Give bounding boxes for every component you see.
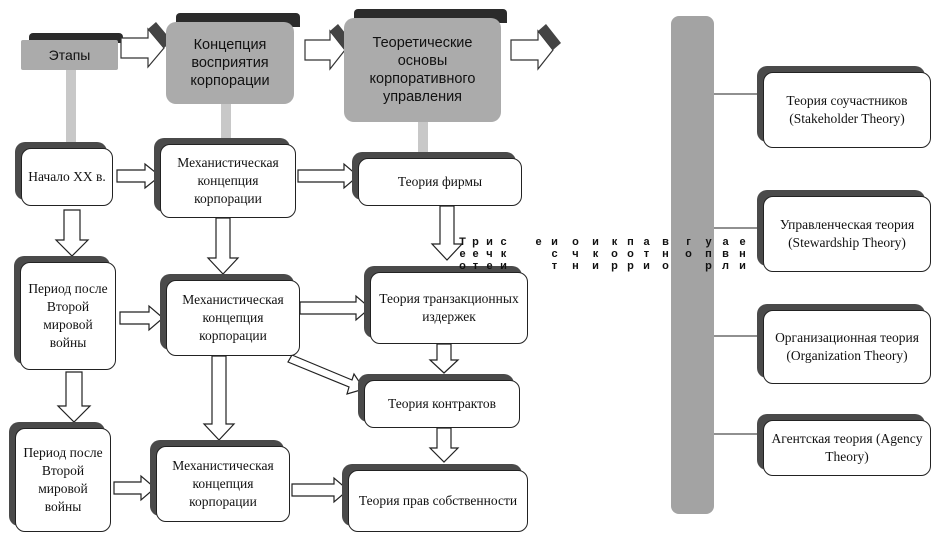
stage-label: Начало XX в. [28,169,106,184]
concept-label: Механистическая концепция корпорации [177,155,279,206]
arrow-concept2-to-concept3 [202,355,236,441]
concept-box-2: Механистическая концепция корпорации [166,280,300,356]
right-theory-label: Управленческая теория (Stewardship Theor… [779,217,915,250]
header-arrow-3 [510,24,561,71]
arrow-concept1-to-firm [297,162,359,190]
sources-bar-text: е [535,236,542,248]
header-arrow-1 [120,22,172,69]
concept-header: Концепция восприятия корпорации [166,13,300,104]
concept-label: Механистическая концепция корпорации [172,458,274,509]
right-theory-label: Организационная теория (Organization The… [775,330,919,363]
theory-header-label: Теоретические основы корпоративного упра… [369,35,476,105]
sources-bar-text: упр [705,236,712,272]
theory-contracts-label: Теория контрактов [388,396,496,411]
sources-bar-text: очн [572,236,579,272]
concept-box-1: Механистическая концепция корпорации [160,144,296,218]
concept-label: Механистическая концепция корпорации [182,292,284,343]
theory-contracts-box: Теория контрактов [364,380,520,428]
stage-label: Период после Второй мировой войны [23,445,103,514]
sources-bar-text: рет [472,236,479,272]
arrow-stage1-to-stage2 [54,209,90,257]
sources-bar-text: ист [551,236,558,272]
theory-property-label: Теория прав собственности [358,493,518,508]
sources-bar-text: иче [486,236,493,272]
arrow-stage3-to-concept3 [113,474,156,502]
arrow-firm-to-transaction [430,205,464,261]
sources-bar-text: пор [627,236,634,272]
theory-transaction-box: Теория транзакционных издержек [370,272,528,344]
agency-theory-box: Агентская теория (Agency Theory) [763,420,931,476]
organization-theory-box: Организационная теория (Organization The… [763,310,931,384]
stages-header: Этапы [21,33,123,70]
sources-bar-text: авл [722,236,729,272]
theoretical-sources-bar [671,16,714,514]
arrow-concept1-to-concept2 [206,217,240,275]
right-theory-label: Агентская теория (Agency Theory) [771,431,923,464]
arrow-stage2-to-concept2 [119,304,164,332]
stage-box-2: Период после Второй мировой войны [20,262,116,370]
sources-bar-text: ати [643,236,650,272]
concept-header-label: Концепция восприятия корпорации [190,37,270,89]
theory-header: Теоретические основы корпоративного упра… [344,9,507,122]
header-connector [66,70,76,142]
concept-box-3: Механистическая концепция корпорации [156,446,290,522]
arrow-contracts-to-property [428,427,460,463]
stage-label: Период после Второй мировой войны [28,281,108,350]
sources-bar-text: ски [500,236,507,272]
stages-header-label: Этапы [48,47,91,63]
stewardship-theory-box: Управленческая теория (Stewardship Theor… [763,196,931,272]
arrow-concept3-to-property [291,476,349,504]
theory-firm-box: Теория фирмы [358,158,522,206]
sources-bar-text: ики [592,236,599,272]
right-theory-label: Теория соучастников (Stakeholder Theory) [786,93,908,126]
arrow-concept2-to-transaction [299,294,371,322]
arrow-concept2-to-contracts [287,354,365,395]
arrow-transaction-to-contracts [428,343,460,374]
arrow-stage1-to-concept1 [116,162,161,190]
theory-property-box: Теория прав собственности [348,470,528,532]
sources-bar-text: вно [662,236,669,272]
theory-transaction-label: Теория транзакционных издержек [379,291,519,324]
stakeholder-theory-box: Теория соучастников (Stakeholder Theory) [763,72,931,148]
header-connector [221,104,231,140]
stage-box-3: Период после Второй мировой войны [15,428,111,532]
sources-bar-text: го [685,236,692,260]
header-connector [418,122,428,152]
theory-firm-label: Теория фирмы [397,174,483,189]
sources-bar-text: кор [611,236,618,272]
stage-box-1: Начало XX в. [21,148,113,206]
sources-bar-text: Тео [459,236,466,272]
sources-bar-text: я [757,236,764,248]
arrow-stage2-to-stage3 [56,371,92,423]
sources-bar-text: ени [739,236,746,272]
